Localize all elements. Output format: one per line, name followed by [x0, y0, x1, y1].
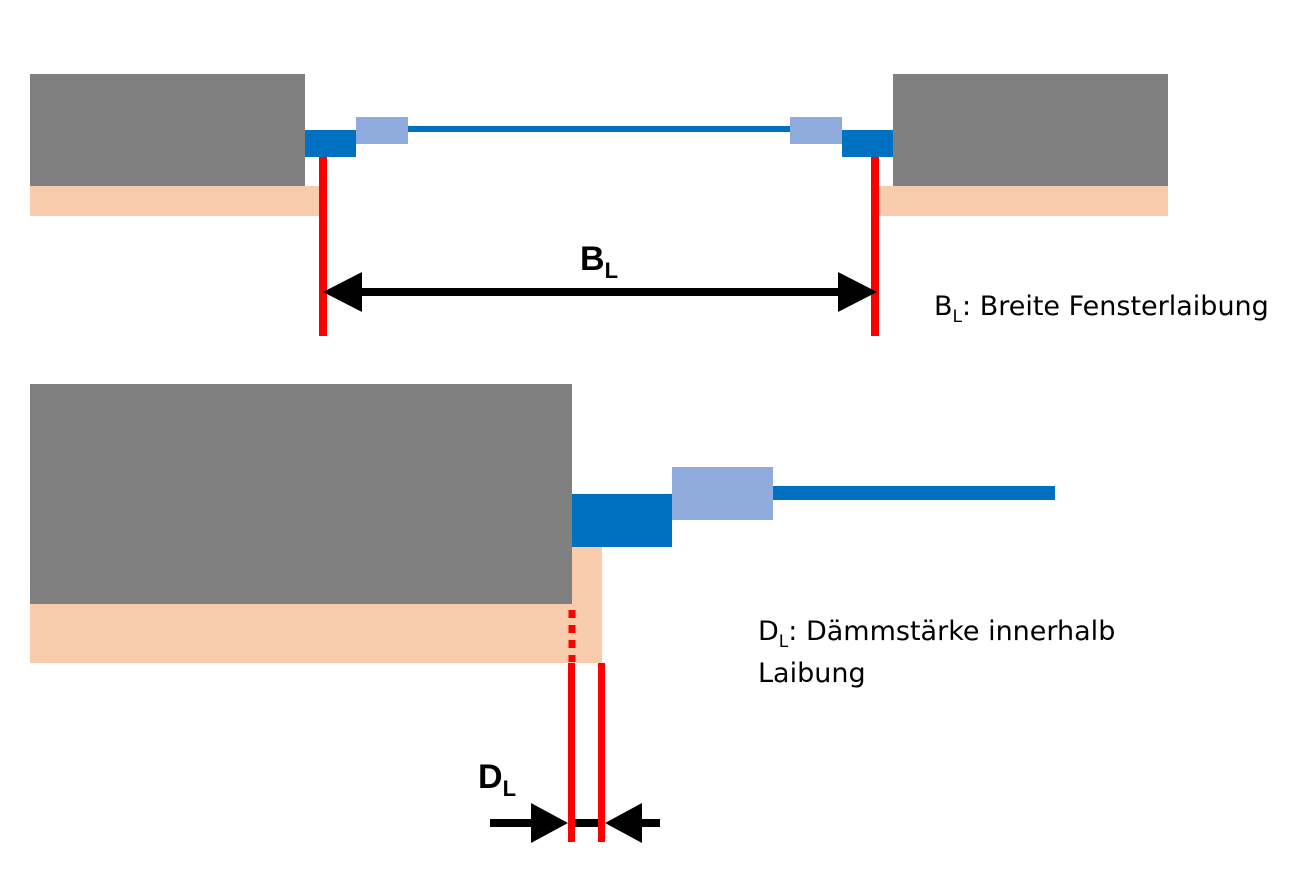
bottom-window-frame: [572, 494, 672, 547]
width-legend: BL: Breite Fensterlaibung: [934, 291, 1269, 327]
thickness-arrowhead-right: [605, 803, 642, 843]
width-arrowhead-right: [838, 272, 877, 312]
thickness-dimension-label: DL: [478, 758, 516, 801]
left-window-sash: [356, 117, 408, 144]
bottom-diagram: DL DL: Dämmstärke innerhalb Laibung: [30, 384, 1115, 843]
left-wall: [30, 74, 305, 186]
width-arrowhead-left: [323, 272, 362, 312]
bottom-window-sash: [672, 467, 773, 520]
right-wall: [893, 74, 1168, 186]
outer-reveal-marker: [598, 663, 605, 842]
bottom-glass-pane: [773, 486, 1055, 500]
right-window-sash: [790, 117, 842, 144]
thickness-arrowhead-left: [531, 803, 568, 843]
thickness-legend-line1: DL: Dämmstärke innerhalb: [758, 616, 1115, 652]
right-window-frame: [842, 130, 893, 157]
left-reveal-marker: [319, 157, 327, 336]
inner-reveal-marker: [568, 663, 575, 842]
right-reveal-marker: [871, 157, 879, 336]
right-insulation: [877, 186, 1168, 216]
width-dimension-label: BL: [580, 240, 618, 283]
bottom-insulation-reveal: [572, 547, 602, 663]
bottom-insulation-horizontal: [30, 604, 602, 663]
thickness-legend-line2: Laibung: [758, 658, 866, 689]
top-diagram: BL BL: Breite Fensterlaibung: [30, 74, 1269, 336]
left-window-frame: [305, 130, 356, 157]
bottom-wall: [30, 384, 572, 604]
left-insulation: [30, 186, 320, 216]
glass-pane: [408, 126, 790, 132]
